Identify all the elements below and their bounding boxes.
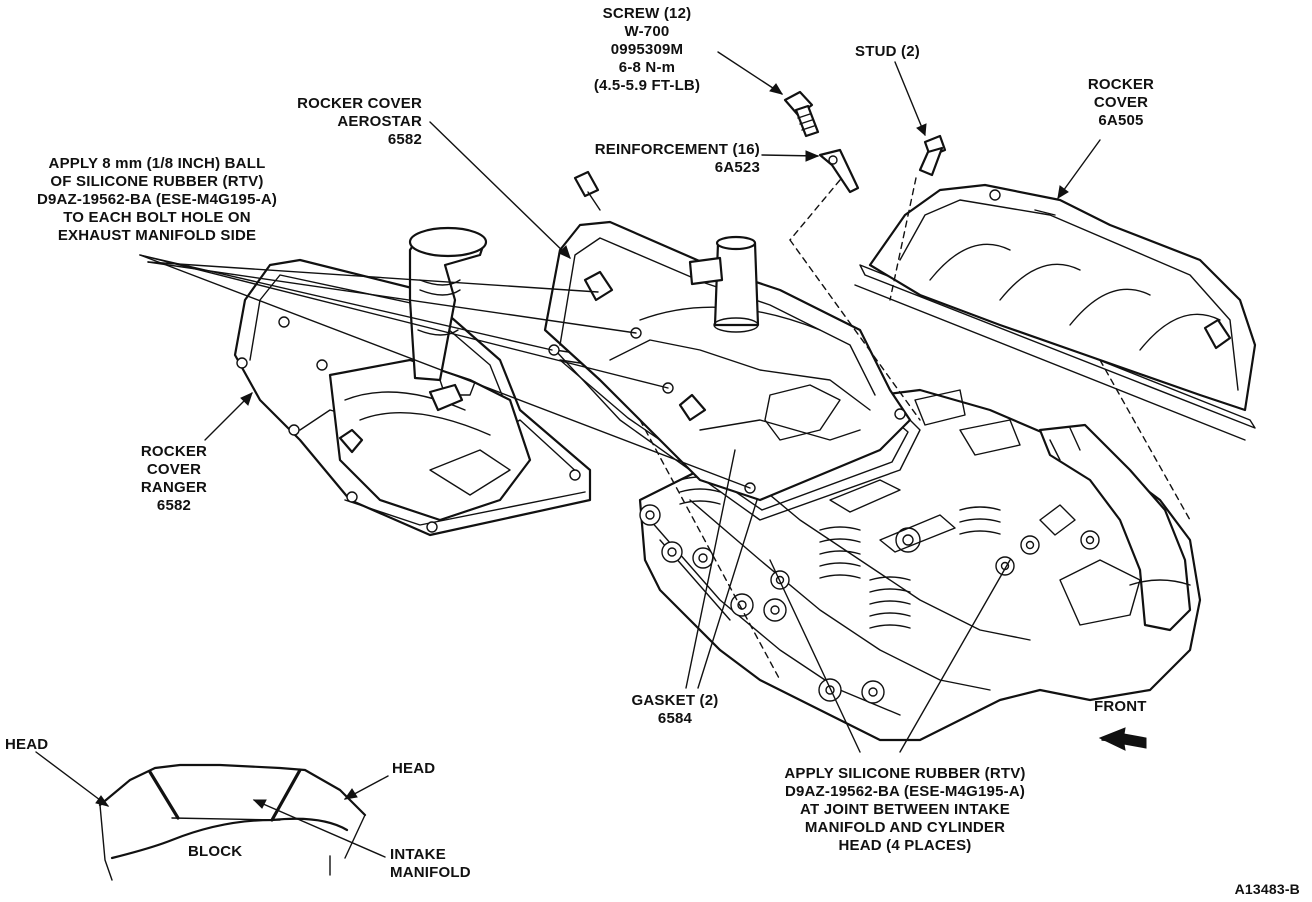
fastener-drawings xyxy=(573,90,947,211)
apply-rtv-bottom-line: AT JOINT BETWEEN INTAKE xyxy=(800,801,1010,818)
apply-rtv-joint-label: APPLY SILICONE RUBBER (RTV) D9AZ-19562-B… xyxy=(770,765,1040,855)
apply-rtv-top-line: OF SILICONE RUBBER (RTV) xyxy=(50,173,264,190)
rocker-cover-ranger-line: RANGER xyxy=(140,479,208,496)
stud-label: STUD (2) xyxy=(855,43,920,61)
apply-rtv-bottom-line: D9AZ-19562-BA (ESE-M4G195-A) xyxy=(784,783,1026,800)
rocker-cover-6a505-label: ROCKER COVER 6A505 xyxy=(1076,76,1166,130)
inset-intake-manifold-label: INTAKE MANIFOLD xyxy=(390,846,471,882)
rocker-cover-ranger-label: ROCKER COVER RANGER 6582 xyxy=(128,443,220,515)
inset-cross-section xyxy=(35,751,389,881)
reinforcement-label: REINFORCEMENT (16) 6A523 xyxy=(555,141,760,177)
inset-intake-line: MANIFOLD xyxy=(390,864,471,881)
gasket-label: GASKET (2) 6584 xyxy=(620,692,730,728)
apply-rtv-bottom-line: MANIFOLD AND CYLINDER xyxy=(804,819,1006,836)
front-arrow xyxy=(1098,727,1147,751)
inset-head-left-label: HEAD xyxy=(5,736,49,753)
apply-rtv-top-line: EXHAUST MANIFOLD SIDE xyxy=(57,227,257,244)
rocker-cover-aerostar-line: ROCKER COVER xyxy=(297,95,422,112)
right-rocker-cover-drawing xyxy=(868,183,1257,412)
rocker-cover-aerostar-label: ROCKER COVER AEROSTAR 6582 xyxy=(270,95,422,149)
screw-label-line: (4.5-5.9 FT-LB) xyxy=(593,77,701,94)
ranger-rocker-cover-drawing xyxy=(233,226,592,537)
inset-intake-line: INTAKE xyxy=(390,846,446,863)
reinforcement-line: 6A523 xyxy=(714,159,760,176)
inset-head-right-label: HEAD xyxy=(392,760,436,777)
inset-block-label: BLOCK xyxy=(188,843,243,860)
rocker-cover-ranger-line: 6582 xyxy=(156,497,192,514)
figure-id: A13483-B xyxy=(1234,881,1300,897)
screw-label-line: 6-8 N-m xyxy=(618,59,676,76)
screw-label-line: W-700 xyxy=(624,23,670,40)
gasket-line: 6584 xyxy=(657,710,693,727)
rocker-cover-ranger-line: COVER xyxy=(146,461,202,478)
apply-rtv-top-line: D9AZ-19562-BA (ESE-M4G195-A) xyxy=(36,191,278,208)
rocker-cover-aerostar-line: AEROSTAR xyxy=(337,113,422,130)
apply-rtv-bolt-holes-label: APPLY 8 mm (1/8 INCH) BALL OF SILICONE R… xyxy=(12,155,302,245)
rocker-cover-aerostar-line: 6582 xyxy=(387,131,422,148)
rocker-cover-6a505-line: 6A505 xyxy=(1098,112,1144,129)
stud-label-line: STUD (2) xyxy=(855,43,920,60)
leader-lines xyxy=(139,51,1191,753)
reinforcement-line: REINFORCEMENT (16) xyxy=(594,141,760,158)
apply-rtv-top-line: APPLY 8 mm (1/8 INCH) BALL xyxy=(48,155,266,172)
rocker-cover-6a505-line: COVER xyxy=(1093,94,1149,111)
rocker-cover-ranger-line: ROCKER xyxy=(140,443,208,460)
apply-rtv-top-line: TO EACH BOLT HOLE ON xyxy=(63,209,251,226)
screw-label-line: SCREW (12) xyxy=(602,5,692,22)
aerostar-rocker-cover-drawing xyxy=(543,220,912,502)
rocker-cover-6a505-line: ROCKER xyxy=(1087,76,1155,93)
apply-rtv-bottom-line: APPLY SILICONE RUBBER (RTV) xyxy=(784,765,1026,782)
front-label: FRONT xyxy=(1094,698,1147,715)
screw-label: SCREW (12) W-700 0995309M 6-8 N-m (4.5-5… xyxy=(578,5,716,95)
screw-label-line: 0995309M xyxy=(610,41,684,58)
gasket-line: GASKET (2) xyxy=(631,692,719,709)
apply-rtv-bottom-line: HEAD (4 PLACES) xyxy=(838,837,972,854)
